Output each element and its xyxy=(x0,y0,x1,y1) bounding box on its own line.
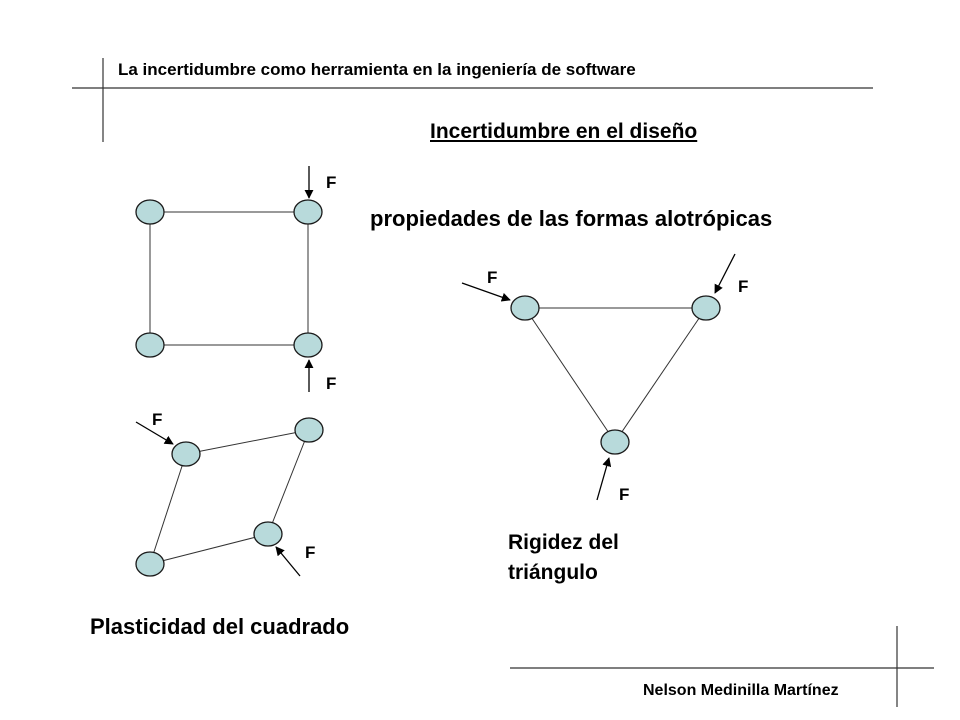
rhombus-edge xyxy=(149,533,269,565)
force-label: F xyxy=(619,485,629,504)
square-shape xyxy=(135,199,323,358)
rhombus-node xyxy=(171,441,201,467)
rhombus-edge xyxy=(149,453,187,565)
triangle-caption: Rigidez del triángulo xyxy=(508,528,619,588)
square-caption: Plasticidad del cuadrado xyxy=(90,614,350,639)
force-arrow xyxy=(714,253,736,294)
triangle-caption-line2: triángulo xyxy=(508,561,598,584)
square-node xyxy=(293,332,323,358)
force-label: F xyxy=(487,268,497,287)
force-label: F xyxy=(326,173,336,192)
rhombus-node xyxy=(253,521,283,547)
triangle-shape xyxy=(510,295,721,455)
footer-author: Nelson Medinilla Martínez xyxy=(643,682,839,699)
slide-title: Incertidumbre en el diseño xyxy=(430,120,698,143)
square-node xyxy=(135,332,165,358)
header-title: La incertidumbre como herramienta en la … xyxy=(118,60,636,79)
rhombus-node xyxy=(294,417,324,443)
force-arrow xyxy=(275,546,301,577)
force-label: F xyxy=(738,277,748,296)
triangle-node xyxy=(691,295,721,321)
triangle-caption-line1: Rigidez del xyxy=(508,531,619,554)
force-arrow xyxy=(461,282,511,302)
triangle-node xyxy=(510,295,540,321)
rhombus-edge xyxy=(185,429,310,455)
square-node xyxy=(293,199,323,225)
rhombus-node xyxy=(135,551,165,577)
triangle-node xyxy=(600,429,630,455)
force-label: F xyxy=(152,410,162,429)
force-label: F xyxy=(326,374,336,393)
force-arrow xyxy=(596,457,612,501)
force-arrow xyxy=(135,421,174,445)
slide-subtitle: propiedades de las formas alotrópicas xyxy=(370,206,773,231)
square-node xyxy=(135,199,165,225)
deformed-square-shape xyxy=(135,417,324,577)
force-label: F xyxy=(305,543,315,562)
rhombus-edge xyxy=(267,429,310,535)
triangle-edge xyxy=(524,307,616,443)
triangle-edge xyxy=(614,307,707,443)
